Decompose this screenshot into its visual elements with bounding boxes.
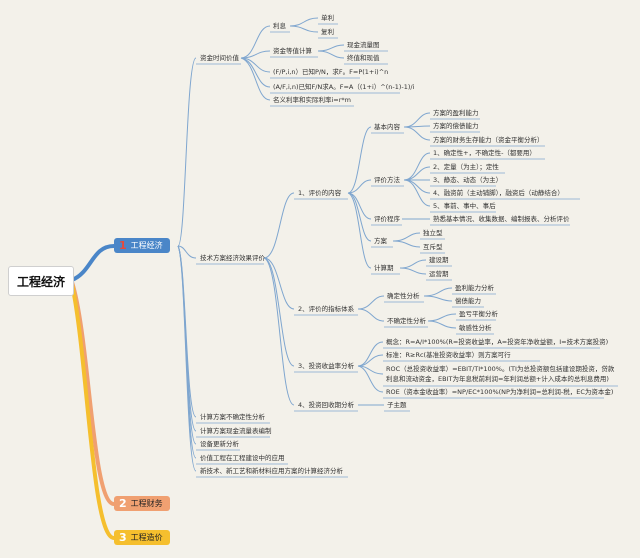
node-profitability[interactable]: 方案的盈利能力 (433, 109, 479, 117)
node-procedure-steps[interactable]: 熟悉基本情况、收集数据、编制报表、分析评价 (433, 215, 570, 223)
node-scheme[interactable]: 方案 (374, 237, 387, 245)
root-node[interactable]: 工程经济 (8, 266, 74, 296)
branch-engineering-economics[interactable]: 1 工程经济 (114, 238, 170, 253)
node-cashflow-table[interactable]: 计算方案现金流量表编制 (200, 427, 272, 435)
node-solvency[interactable]: 方案的偿债能力 (433, 122, 479, 130)
node-method-3[interactable]: 3、静态、动态（为主） (433, 176, 503, 184)
node-equipment-update[interactable]: 设备更新分析 (200, 440, 239, 448)
node-exclusive-type[interactable]: 互斥型 (423, 243, 443, 251)
node-evaluation-method[interactable]: 评价方法 (374, 176, 400, 184)
node-method-4[interactable]: 4、融资前（主动铺脚），融资后（动静结合） (433, 189, 564, 197)
node-roi-analysis[interactable]: 3、投资收益率分析 (298, 362, 355, 370)
node-profit-analysis[interactable]: 盈利能力分析 (455, 284, 494, 292)
node-formula-af[interactable]: (A/F,i,n)已知F/N求A。F=A（(1+i）^(n-1)-1)/i (273, 83, 415, 91)
node-time-value[interactable]: 资金时间价值 (200, 54, 239, 62)
branch-label: 工程造价 (130, 533, 163, 542)
node-survival[interactable]: 方案的财务生存能力（资金平衡分析） (433, 136, 544, 144)
branch-number: 3 (119, 531, 127, 544)
node-certainty-analysis[interactable]: 确定性分析 (387, 292, 420, 300)
node-uncertainty-calc[interactable]: 计算方案不确定性分析 (200, 413, 265, 421)
node-breakeven-analysis[interactable]: 盈亏平衡分析 (459, 310, 498, 318)
node-construction-period[interactable]: 建设期 (429, 256, 449, 264)
node-nominal-rate[interactable]: 名义利率和实际利率i=r*m (273, 96, 352, 104)
node-equivalent-calc[interactable]: 资金等值计算 (273, 47, 312, 55)
branch-label: 工程财务 (130, 499, 163, 508)
node-subtopic[interactable]: 子主题 (387, 401, 407, 409)
node-interest[interactable]: 利息 (273, 22, 286, 30)
node-method-2[interactable]: 2、定量（为主）；定性 (433, 163, 499, 171)
node-method-1[interactable]: 1、确定性+，不确定性-（都要用） (433, 149, 536, 157)
node-roi-standard[interactable]: 标准：R≥Rc(基准投资收益率）则方案可行 (386, 351, 511, 359)
node-evaluation-content[interactable]: 1、评价的内容 (298, 189, 342, 197)
node-roe[interactable]: ROE（资本金收益率）=NP/EC*100%(NP为净利润=总利润-税，EC为资… (386, 388, 614, 396)
node-new-technology[interactable]: 新技术、新工艺和新材料应用方案的计算经济分析 (200, 467, 343, 475)
node-operation-period[interactable]: 运营期 (429, 270, 449, 278)
node-compound-interest[interactable]: 复利 (321, 28, 334, 36)
node-roc[interactable]: ROC（总投资收益率）=EBIT/TI*100%。(TI为总投资额包括建设期投资… (386, 365, 615, 383)
node-independent-type[interactable]: 独立型 (423, 229, 443, 237)
branch-number: 2 (119, 497, 127, 510)
node-tech-evaluation[interactable]: 技术方案经济效果评价 (200, 254, 265, 262)
node-debt-capacity[interactable]: 偿债能力 (455, 297, 481, 305)
node-roi-concept[interactable]: 概念：R=A/I*100%(R=投资收益率，A=投资年净收益额，I=技术方案投资… (386, 338, 609, 346)
node-simple-interest[interactable]: 单利 (321, 14, 334, 22)
node-sensitivity-analysis[interactable]: 敏感性分析 (459, 324, 492, 332)
node-cashflow-diagram[interactable]: 现金流量图 (347, 41, 380, 49)
node-formula-fp[interactable]: (F/P,i,n）已知P/N，求F。F=P(1+i)^n (273, 68, 389, 76)
node-uncertainty-analysis[interactable]: 不确定性分析 (387, 317, 426, 325)
branch-engineering-finance[interactable]: 2 工程财务 (114, 496, 170, 511)
node-future-present-value[interactable]: 终值和现值 (347, 54, 380, 62)
node-basic-content[interactable]: 基本内容 (374, 123, 400, 131)
branch-engineering-cost[interactable]: 3 工程造价 (114, 530, 170, 545)
branch-label: 工程经济 (130, 241, 163, 250)
node-indicator-system[interactable]: 2、评价的指标体系 (298, 305, 355, 313)
node-method-5[interactable]: 5、事前、事中、事后 (433, 202, 496, 210)
node-value-engineering[interactable]: 价值工程在工程建设中的应用 (200, 454, 285, 462)
node-payback-analysis[interactable]: 4、投资回收期分析 (298, 401, 355, 409)
branch-number: 1 (119, 239, 127, 252)
node-evaluation-procedure[interactable]: 评价程序 (374, 215, 400, 223)
node-calc-period[interactable]: 计算期 (374, 264, 394, 272)
